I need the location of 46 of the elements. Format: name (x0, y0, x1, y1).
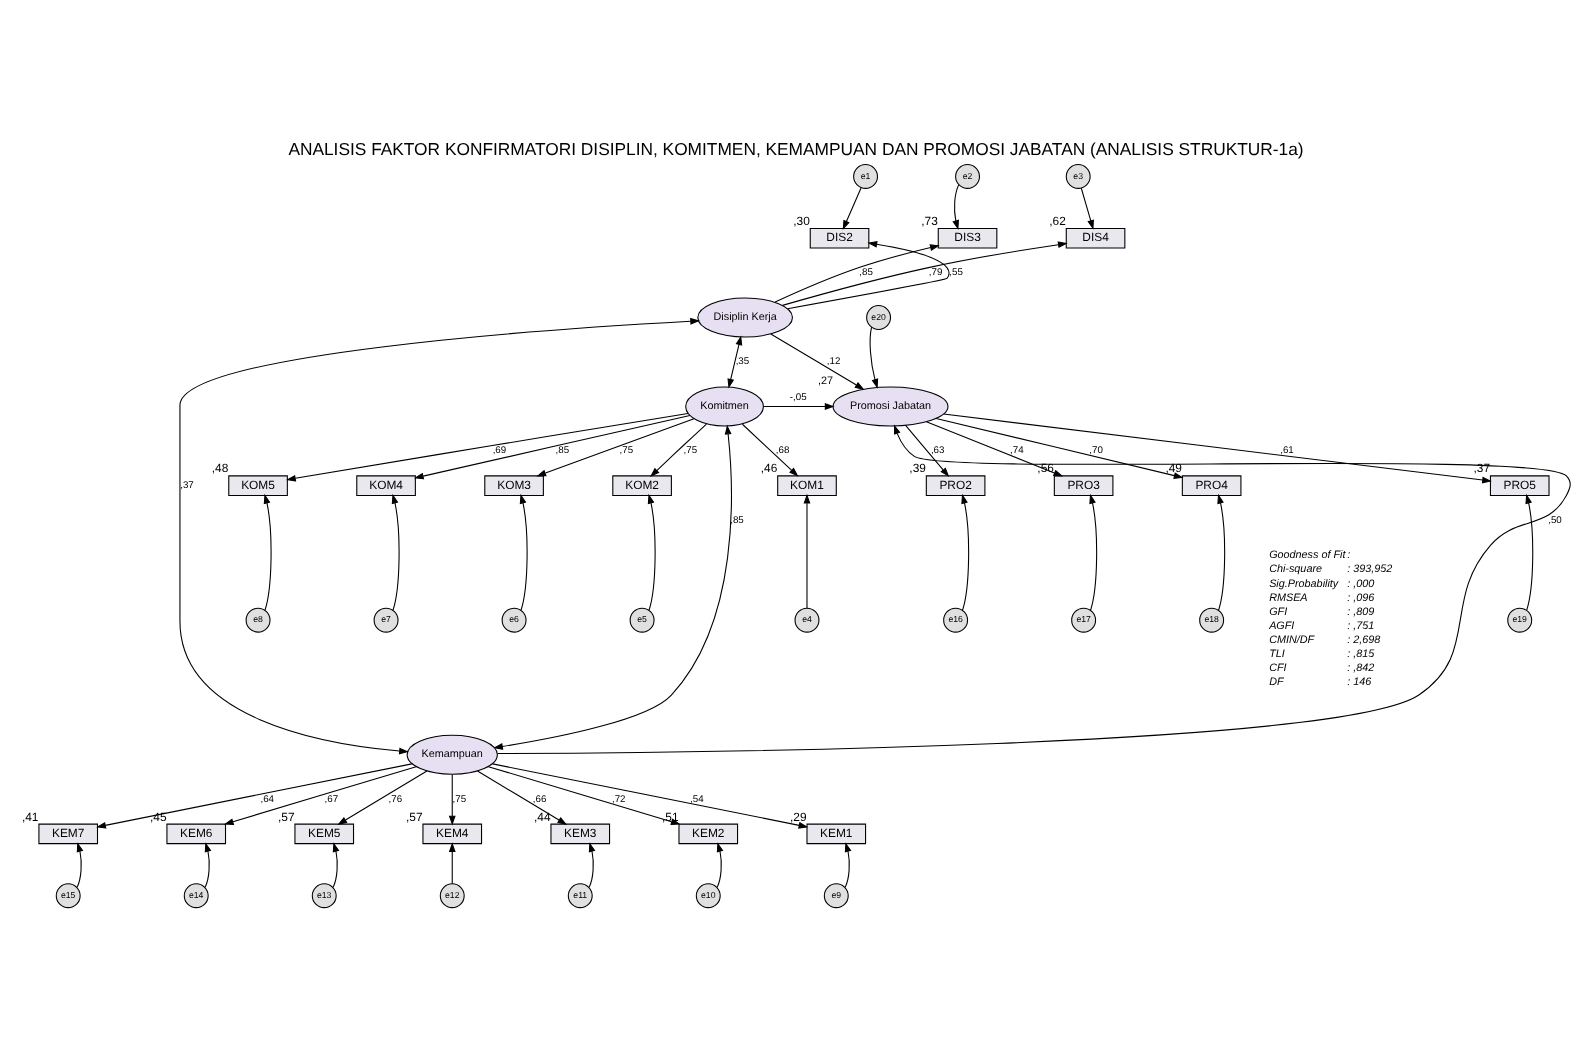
arrow (493, 423, 732, 749)
arrow (961, 492, 970, 610)
arrow (1217, 492, 1226, 610)
arrow (487, 765, 681, 824)
arrow (952, 183, 960, 229)
arrow (1089, 492, 1098, 610)
arrow (337, 769, 428, 824)
arrow (803, 492, 811, 608)
arrow (935, 416, 1184, 478)
arrow (497, 423, 1571, 754)
arrow (869, 325, 879, 388)
arrow (647, 492, 656, 610)
arrow (492, 762, 809, 828)
arrow (204, 841, 212, 887)
arrow (1080, 186, 1094, 229)
arrow (905, 423, 950, 477)
arrow (763, 402, 835, 409)
arrow (448, 841, 456, 884)
arrow (842, 186, 862, 229)
arrow (519, 492, 528, 610)
arrow (179, 316, 701, 754)
arrow (391, 492, 400, 610)
arrow (716, 841, 724, 887)
arrow (943, 412, 1492, 483)
arrow (770, 332, 865, 389)
arrow (223, 765, 417, 824)
arrow (774, 243, 940, 302)
arrow (727, 334, 743, 388)
arrow (536, 417, 695, 476)
arrow (844, 841, 852, 887)
arrow (413, 413, 691, 479)
arrow (76, 841, 84, 887)
arrow (1525, 492, 1534, 610)
diagram-title: ANALISIS FAKTOR KONFIRMATORI DISIPLIN, KOMITMEN, KEMAMPUAN DAN PROMOSI JABATAN (ANALISIS STRUKTUR-1a) (288, 137, 1304, 158)
arrow (650, 422, 707, 476)
arrow (588, 841, 596, 887)
arrow (787, 239, 950, 309)
arrow (741, 422, 799, 476)
arrow (286, 411, 689, 481)
arrow (925, 420, 1064, 476)
arrow (332, 841, 340, 887)
arrow (781, 240, 1068, 305)
arrow (263, 492, 272, 610)
arrow (448, 772, 456, 825)
arrow (96, 762, 413, 828)
arrow (477, 769, 568, 824)
